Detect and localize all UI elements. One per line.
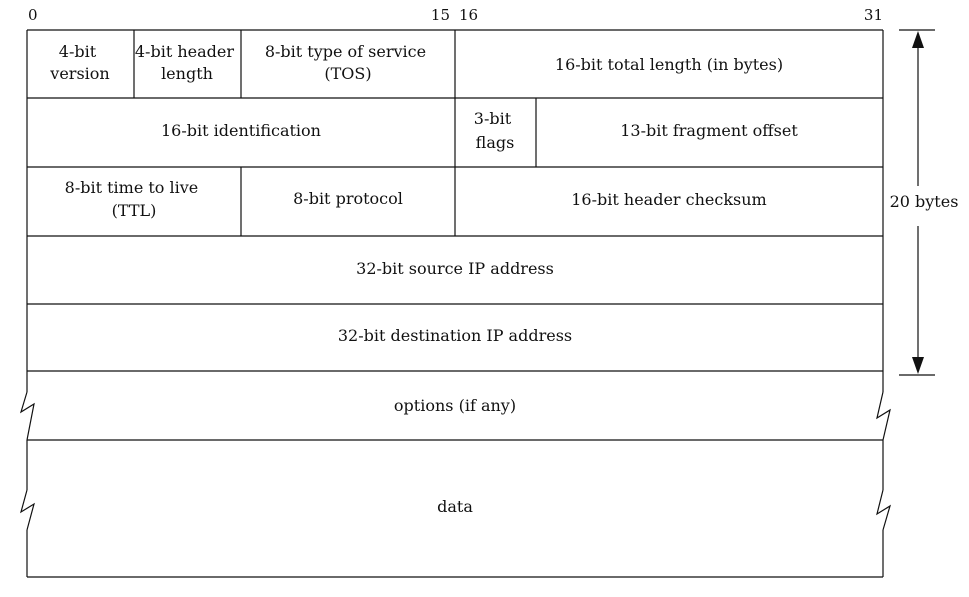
arrow-down-icon: [912, 357, 924, 374]
header-size-indicator: 20 bytes: [890, 29, 959, 376]
field-total-length: 16-bit total length (in bytes): [555, 55, 783, 74]
options-break-marks: [19, 391, 891, 441]
bit-label-31: 31: [864, 6, 883, 24]
field-data: data: [437, 497, 473, 516]
field-options: options (if any): [394, 396, 516, 415]
bit-label-0: 0: [28, 6, 38, 24]
field-destination-ip: 32-bit destination IP address: [338, 326, 572, 345]
header-size-label: 20 bytes: [890, 192, 959, 211]
field-flags: 3-bit flags: [474, 109, 516, 152]
data-break-marks: [20, 440, 892, 577]
field-type-of-service: 8-bit type of service (TOS): [265, 42, 431, 83]
header-frame: [26, 29, 884, 578]
field-protocol: 8-bit protocol: [293, 189, 403, 208]
field-identification: 16-bit identification: [161, 121, 321, 140]
field-header-length: 4-bit header length: [135, 42, 239, 83]
field-time-to-live: 8-bit time to live (TTL): [65, 178, 204, 220]
bit-label-15: 15: [431, 6, 450, 24]
field-version: 4-bit version: [49, 42, 109, 83]
field-fragment-offset: 13-bit fragment offset: [620, 121, 798, 140]
field-source-ip: 32-bit source IP address: [356, 259, 554, 278]
arrow-up-icon: [912, 31, 924, 48]
field-header-checksum: 16-bit header checksum: [571, 190, 766, 209]
bit-label-16: 16: [459, 6, 478, 24]
